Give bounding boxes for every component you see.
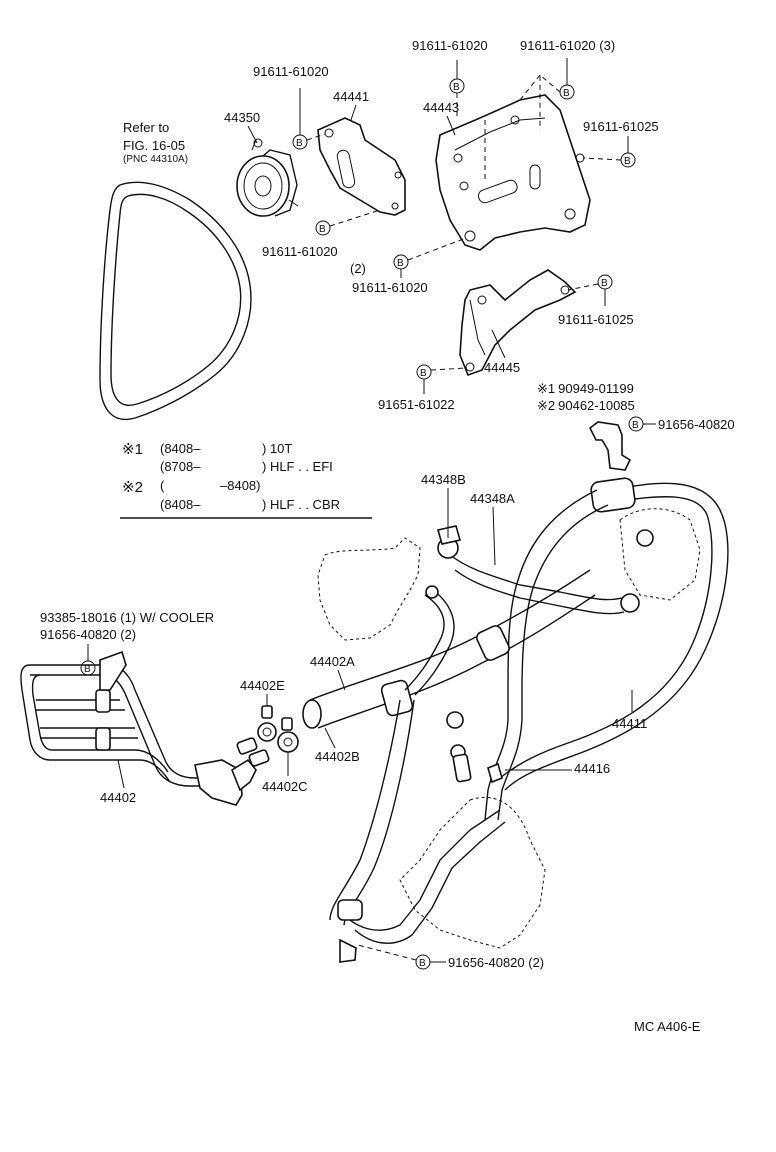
svg-text:B: B (632, 420, 639, 431)
label-44441: 44441 (333, 89, 369, 104)
label-44402: 44402 (100, 790, 136, 805)
hose-44402A (302, 569, 596, 729)
variant-notes: ※1 (8408– ) 10T (8708– ) HLF . . EFI ※2 … (120, 441, 372, 519)
note-2-mark: ※2 (122, 479, 143, 496)
label-44348A: 44348A (470, 491, 515, 506)
svg-text:B: B (624, 156, 631, 167)
svg-text:B: B (397, 258, 404, 269)
label-44350: 44350 (224, 110, 260, 125)
cooler-feed-tube (404, 585, 455, 696)
bolt-marker-91611-61020-b: B (449, 78, 465, 94)
label-91656-40820: 91656-40820 (658, 417, 735, 432)
label-91651-61022: 91651-61022 (378, 397, 455, 412)
label-91611-61020-a: 91611-61020 (253, 64, 329, 79)
label-91611-61020-2-qty: (2) (350, 261, 366, 276)
bolt-marker-91611-61020-3: B (559, 84, 575, 100)
clamp-44416 (450, 744, 503, 784)
bolt-marker-91656-40820-2b: B (415, 954, 431, 970)
svg-text:B: B (296, 138, 303, 149)
label-44402C: 44402C (262, 779, 308, 794)
bolt-marker-91611-61025-b: B (597, 274, 613, 290)
label-44445: 44445 (484, 360, 520, 375)
label-93385-18016: 93385-18016 (1) W/ COOLER (40, 610, 214, 625)
label-91611-61020-3: 91611-61020 (3) (520, 38, 615, 53)
bolt-marker-91611-61020-c: B (393, 254, 409, 270)
label-44402B: 44402B (315, 749, 360, 764)
svg-text:B: B (84, 664, 91, 675)
label-44402A: 44402A (310, 654, 355, 669)
svg-text:B: B (563, 88, 570, 99)
bolt-marker-91611-61025-a: B (620, 152, 636, 168)
label-91656-40820-2b: 91656-40820 (2) (448, 955, 544, 970)
engine-outline (317, 508, 701, 949)
label-91611-61020-c: 91611-61020 (352, 280, 428, 295)
note-1-row-2-to: ) HLF . . EFI (262, 459, 333, 474)
bracket-44441 (317, 117, 406, 216)
v-belt (99, 181, 252, 421)
label-91611-61025-a: 91611-61025 (583, 119, 659, 134)
clamp-bracket-top (588, 421, 632, 471)
pressure-hose-44411 (499, 477, 729, 791)
bolt-marker-91611-61020-a: B (292, 134, 308, 150)
note-1-row-1-to: ) 10T (262, 441, 292, 456)
svg-text:B: B (420, 368, 427, 379)
refer-line-2: FIG. 16-05 (123, 138, 185, 153)
note-2-row-2-to: ) HLF . . CBR (262, 497, 340, 512)
pressure-line-lower (329, 699, 506, 963)
note-1-row-1-from: (8408– (160, 441, 201, 456)
bolt-marker-91651-61022: B (416, 364, 432, 380)
svg-text:B: B (419, 958, 426, 969)
label-44402E: 44402E (240, 678, 285, 693)
note-2-row-1-from: ( (160, 478, 165, 493)
label-44416: 44416 (574, 761, 610, 776)
bolt-marker-91656-40820: B (628, 416, 644, 432)
label-91611-61020-b: 91611-61020 (412, 38, 488, 53)
hose-clamp-44402C (277, 717, 299, 753)
refer-line-3: (PNC 44310A) (123, 154, 188, 165)
oil-cooler-44402 (20, 650, 270, 806)
svg-text:B: B (319, 224, 326, 235)
note-2-row-1-to: –8408) (220, 478, 260, 493)
label-91656-40820-2a: 91656-40820 (2) (40, 627, 136, 642)
svg-text:B: B (601, 278, 608, 289)
bracket-44445 (459, 269, 577, 377)
label-91611-61020-2: 91611-61020 (262, 244, 338, 259)
diagram-code: MC A406-E (634, 1019, 701, 1034)
supply-hose-44348B (436, 525, 625, 615)
svg-text:B: B (453, 82, 460, 93)
label-44348B: 44348B (421, 472, 466, 487)
note-2-row-2-from: (8408– (160, 497, 201, 512)
idler-pulley (236, 138, 299, 217)
bracket-44443 (435, 94, 591, 251)
label-44411: 44411 (612, 716, 647, 731)
refer-line-1: Refer to (123, 120, 169, 135)
label-44443: 44443 (423, 100, 459, 115)
note-1-mark: ※1 (122, 441, 143, 458)
hose-clamps-top-right (446, 529, 654, 729)
bolt-marker-93385-18016: B (80, 660, 96, 676)
label-91611-61025-b: 91611-61025 (558, 312, 634, 327)
note-1-row-2-from: (8708– (160, 459, 201, 474)
hose-clamp-44402E (257, 705, 277, 742)
bolt-marker-91611-61020-2: B (315, 220, 331, 236)
